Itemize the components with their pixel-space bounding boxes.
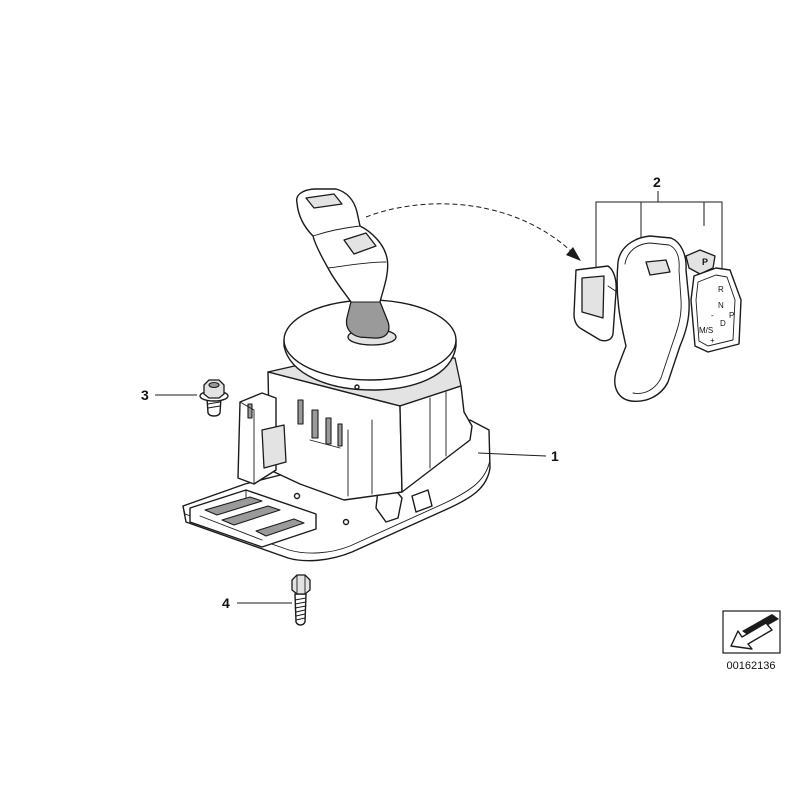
callout-1: 1 (551, 448, 559, 464)
selector-housing (267, 357, 473, 501)
housing-slot (311, 409, 319, 439)
knob-cover-set: 2 P R N P D (573, 174, 742, 403)
side-bracket (237, 392, 287, 485)
callout-3: 3 (141, 387, 149, 403)
park-button-cap: P (685, 249, 716, 275)
screw (291, 574, 311, 626)
rail-slot (204, 496, 263, 516)
socket-recess (208, 381, 220, 389)
knob-cover (614, 235, 690, 403)
side-tab (411, 489, 433, 513)
mounting-hole (342, 518, 350, 526)
housing-slot (297, 399, 304, 425)
callout-4: 4 (222, 595, 230, 611)
gear-lever-knob (295, 188, 397, 346)
callout-2: 2 (653, 174, 661, 190)
lever-neck (346, 301, 390, 339)
band-stripe (742, 614, 779, 636)
leader-line-1 (477, 452, 547, 457)
pattern-drive: D (720, 319, 726, 328)
park-button-label: P (702, 257, 708, 267)
knob-release-button (343, 232, 377, 255)
diagram-id: 00162136 (727, 660, 776, 672)
trim-panel (573, 265, 617, 342)
bolt (199, 379, 229, 417)
rail-slot (221, 505, 281, 526)
mounting-hole (293, 492, 301, 500)
housing-slot (337, 423, 343, 447)
arrow-icon (730, 622, 773, 650)
pattern-plus: + (710, 336, 715, 345)
callout-2-bracket (595, 191, 723, 270)
pattern-manual-sport: M/S (699, 326, 713, 335)
pattern-park: P (729, 311, 734, 320)
rail-slot (255, 518, 305, 537)
reference-arrow (365, 203, 581, 261)
pattern-reverse: R (718, 285, 724, 294)
pattern-minus: - (711, 311, 714, 320)
knob-top-pad (305, 193, 343, 209)
diagram-id-box: 00162136 (722, 610, 781, 672)
pattern-neutral: N (718, 301, 724, 310)
shift-pattern-panel: R N P D - M/S + (690, 267, 742, 353)
gear-selector-assembly (182, 188, 491, 562)
housing-slot (325, 417, 332, 445)
